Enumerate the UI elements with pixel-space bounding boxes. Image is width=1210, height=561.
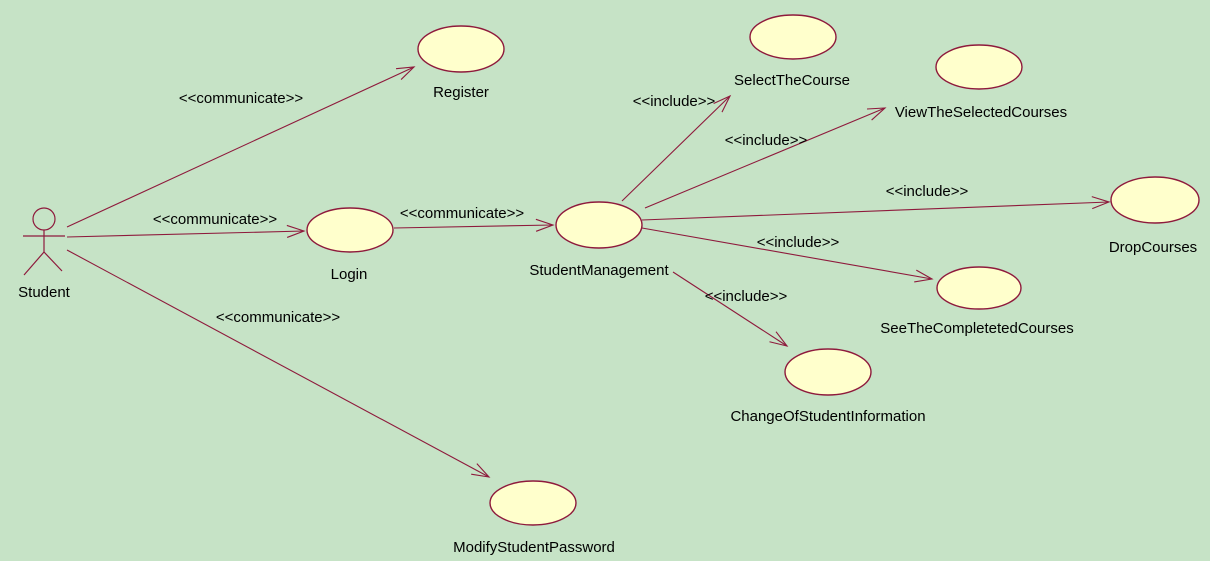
stereotype-label: <<communicate>> [153,211,277,228]
use-case-login[interactable]: Login [306,207,394,283]
actor-student[interactable]: Student [18,207,71,301]
stereotype-label: <<include>> [633,93,716,110]
use-case-ellipse [489,480,577,526]
use-case-register[interactable]: Register [417,25,505,101]
use-case-dropcourses[interactable]: DropCourses [1109,176,1200,256]
connection-login-studentmanagement[interactable]: <<communicate>> [393,205,555,232]
use-case-label: SelectTheCourse [734,72,850,89]
use-case-label: ChangeOfStudentInformation [730,408,925,425]
use-case-ellipse [555,201,643,249]
include-arrow [641,227,934,283]
use-case-label: ModifyStudentPassword [453,539,615,556]
stereotype-label: <<communicate>> [400,205,524,222]
use-case-seethecompletetedcourses[interactable]: SeeTheCompletetedCourses [880,266,1074,337]
stereotype-label: <<communicate>> [216,309,340,326]
connection-studentmanagement-selectthecourse[interactable]: <<include>> [621,93,732,202]
use-case-ellipse [1110,176,1200,224]
use-case-selectthecourse[interactable]: SelectTheCourse [734,14,850,89]
use-case-ellipse [749,14,837,60]
use-case-ellipse [935,44,1023,90]
stereotype-label: <<include>> [757,234,840,251]
use-case-ellipse [936,266,1022,310]
stereotype-label: <<communicate>> [179,90,303,107]
communicate-arrow [393,218,555,232]
actor-leg-right [43,251,63,272]
stereotype-label: <<include>> [725,132,808,149]
use-case-label: ViewTheSelectedCourses [895,104,1067,121]
use-case-studentmanagement[interactable]: StudentManagement [529,201,669,279]
include-arrow [621,94,732,202]
actor-stick-figure-icon [23,207,65,276]
connection-studentmanagement-seethecompletetedcourses[interactable]: <<include>> [641,227,934,283]
connection-studentmanagement-dropcourses[interactable]: <<include>> [641,183,1111,221]
actor-label: Student [18,284,71,301]
use-case-label: StudentManagement [529,262,669,279]
communicate-arrow [66,249,491,478]
connection-studentmanagement-viewtheselectedcourses[interactable]: <<include>> [644,107,887,209]
use-case-ellipse [417,25,505,73]
communicate-arrow [66,224,306,238]
include-arrow [641,196,1111,221]
connection-studentmanagement-changeofstudentinformation[interactable]: <<include>> [672,271,789,347]
use-case-modifystudentpassword[interactable]: ModifyStudentPassword [453,480,615,556]
actor-leg-left [23,251,45,276]
connection-student-login[interactable]: <<communicate>> [66,211,306,238]
use-case-label: DropCourses [1109,239,1197,256]
stereotype-label: <<include>> [705,288,788,305]
actor-head [32,207,56,231]
use-case-label: Register [433,84,489,101]
use-case-ellipse [306,207,394,253]
connection-student-register[interactable]: <<communicate>> [66,66,416,228]
use-case-changeofstudentinformation[interactable]: ChangeOfStudentInformation [730,348,926,425]
include-arrow [672,271,789,347]
use-case-label: Login [331,266,368,283]
use-case-ellipse [784,348,872,396]
use-case-label: SeeTheCompletetedCourses [880,320,1073,337]
stereotype-label: <<include>> [886,183,969,200]
connection-student-modifystudentpassword[interactable]: <<communicate>> [66,249,491,478]
communicate-arrow [66,66,416,228]
use-case-viewtheselectedcourses[interactable]: ViewTheSelectedCourses [895,44,1067,121]
include-arrow [644,107,887,209]
